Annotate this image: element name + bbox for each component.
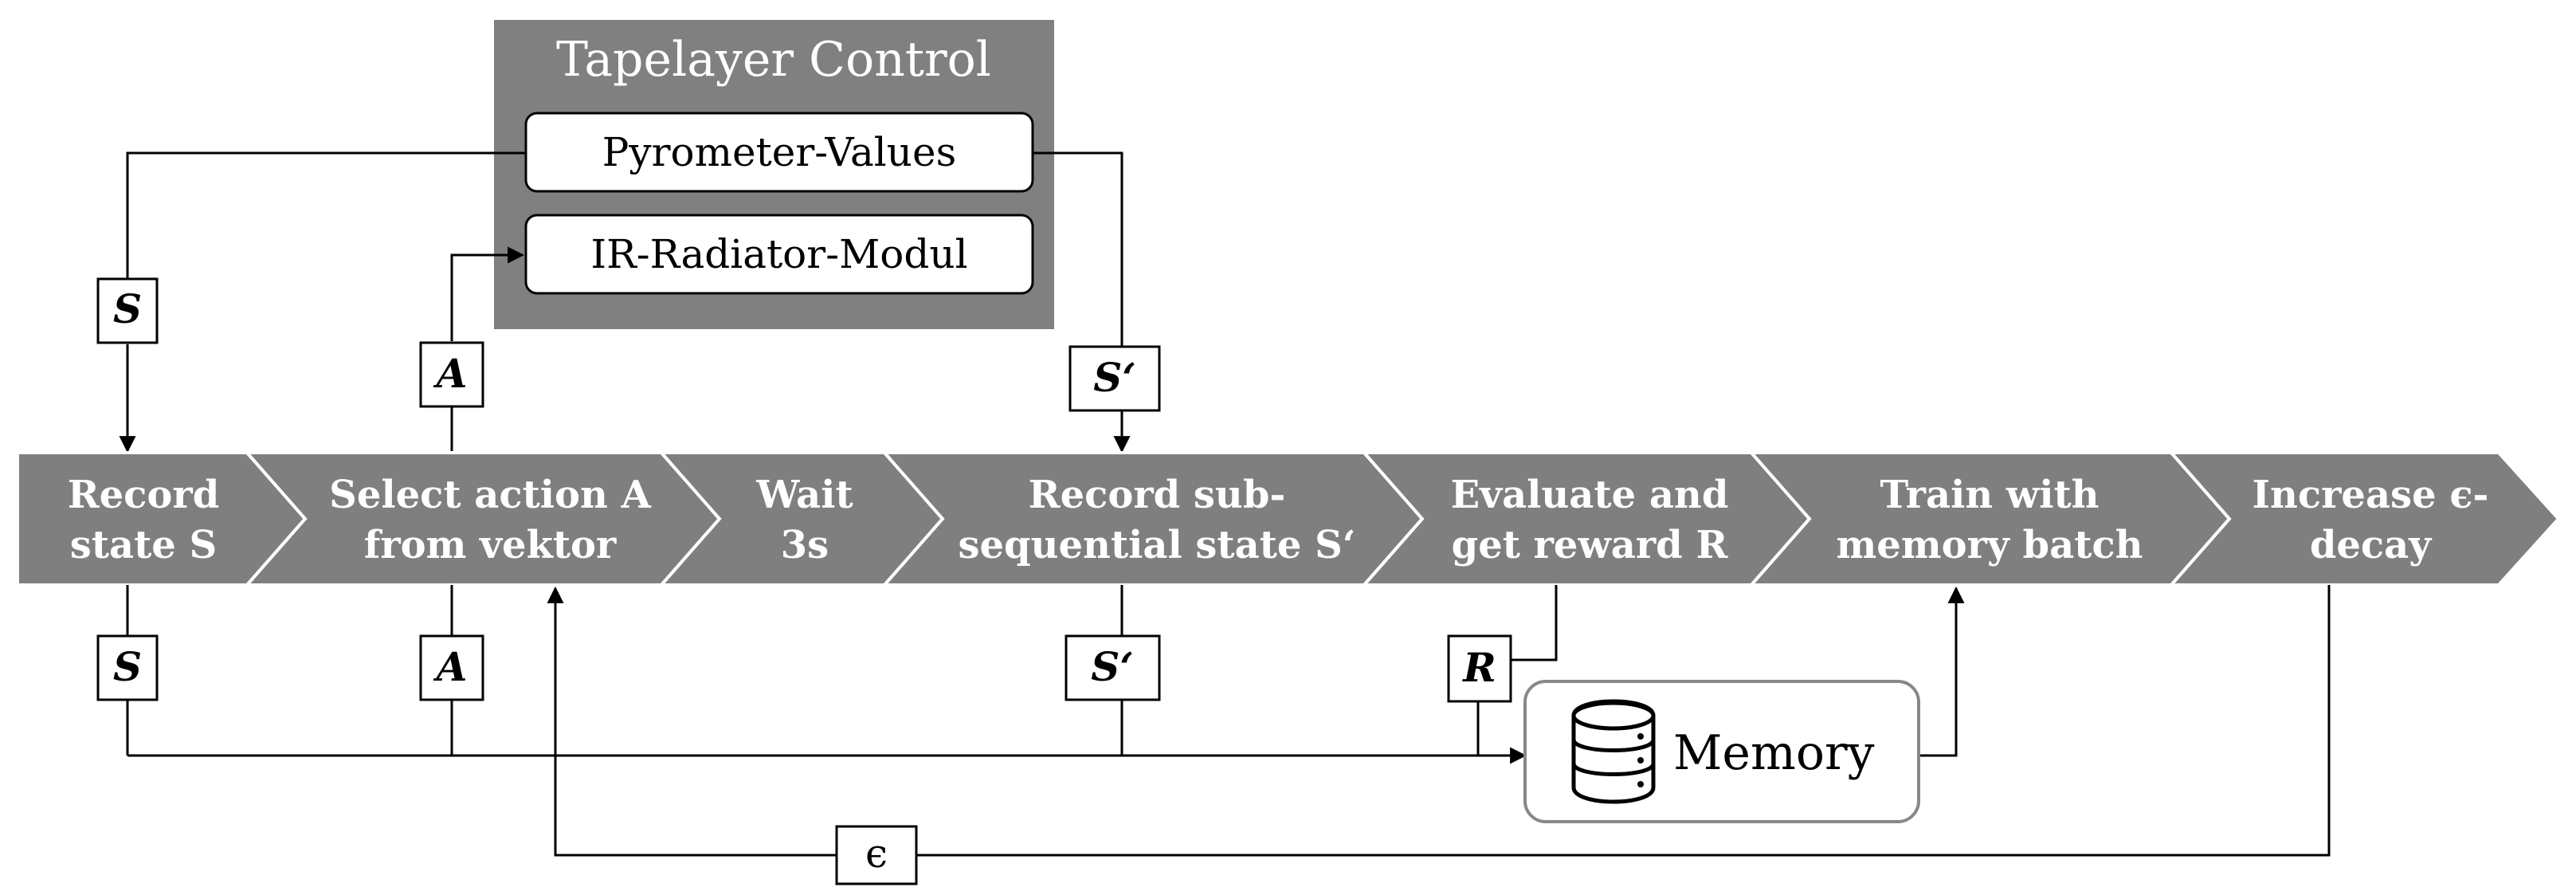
step-5-line2: get reward R bbox=[1452, 523, 1729, 567]
wire-pyrometer-to-s bbox=[126, 151, 526, 295]
database-icon bbox=[1571, 699, 1656, 804]
top-connectors bbox=[119, 151, 1131, 453]
arrow-a-to-ir-module bbox=[450, 246, 525, 341]
step-2-line2: from vektor bbox=[364, 523, 617, 567]
step-5-line1: Evaluate and bbox=[1451, 473, 1729, 517]
label-a-bottom: A bbox=[433, 643, 468, 690]
arrow-epsilon-to-select bbox=[547, 586, 837, 857]
label-s-prime-bottom: S‘ bbox=[1091, 643, 1134, 690]
label-s-top: S bbox=[113, 285, 142, 332]
bottom-labels: S A S‘ R ϵ bbox=[96, 634, 1512, 885]
memory-store: Memory bbox=[1523, 680, 1920, 823]
pyrometer-values-label: Pyrometer-Values bbox=[602, 129, 957, 175]
label-box-r-bottom bbox=[1447, 634, 1512, 703]
step-1-line1: Record bbox=[68, 473, 220, 517]
top-labels: S A S‘ bbox=[96, 277, 1161, 412]
step-4-line1: Record sub- bbox=[1029, 473, 1286, 517]
label-r-bottom: R bbox=[1461, 644, 1496, 691]
step-7-line1: Increase ϵ- bbox=[2253, 473, 2489, 517]
ir-radiator-module-box bbox=[524, 214, 1034, 295]
process-steps: Record state S Select action A from vekt… bbox=[16, 451, 2561, 587]
step-2-line1: Select action A bbox=[329, 473, 651, 517]
ir-radiator-module-label: IR-Radiator-Modul bbox=[590, 231, 967, 277]
label-box-a-top bbox=[419, 341, 484, 408]
step-6-line2: memory batch bbox=[1837, 523, 2143, 567]
tapelayer-control-panel: Tapelayer Control Pyrometer-Values IR-Ra… bbox=[494, 20, 1054, 329]
step-3-line2: 3s bbox=[781, 523, 829, 567]
label-box-s-prime-bottom bbox=[1065, 634, 1161, 701]
panel-title: Tapelayer Control bbox=[556, 32, 991, 88]
label-box-s-prime-top bbox=[1068, 345, 1161, 412]
memory-label: Memory bbox=[1673, 725, 1875, 781]
step-3-line1: Wait bbox=[755, 473, 853, 517]
step-6-line1: Train with bbox=[1880, 473, 2099, 517]
label-s-prime-top: S‘ bbox=[1093, 354, 1136, 401]
wire-pyrometer-to-s-prime bbox=[1033, 151, 1123, 347]
label-a-top: A bbox=[433, 350, 468, 397]
label-epsilon: ϵ bbox=[865, 830, 888, 877]
arrow-memory-to-train bbox=[1919, 586, 1965, 757]
step-4-line2: sequential state S‘ bbox=[958, 523, 1355, 567]
wire-evaluate-to-r bbox=[1511, 585, 1558, 661]
step-1-line2: state S bbox=[70, 523, 217, 567]
label-box-a-bottom bbox=[419, 634, 484, 701]
label-box-s-bottom bbox=[96, 634, 159, 701]
label-box-s-top bbox=[96, 277, 159, 344]
label-s-bottom: S bbox=[113, 643, 142, 690]
bottom-connectors bbox=[126, 585, 2331, 857]
label-box-epsilon bbox=[835, 825, 918, 885]
step-increase-decay bbox=[2167, 451, 2561, 587]
wire-decay-to-epsilon bbox=[916, 585, 2331, 857]
step-7-line2: decay bbox=[2310, 523, 2433, 567]
